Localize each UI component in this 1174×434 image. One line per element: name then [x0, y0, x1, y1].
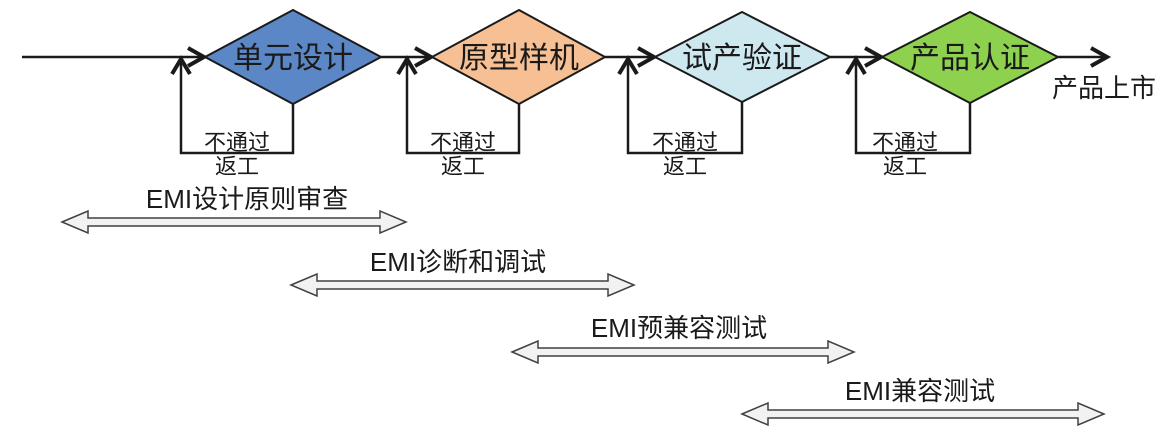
- stage-label: 产品认证: [910, 42, 1030, 75]
- emi-phase-label: EMI诊断和调试: [370, 247, 546, 277]
- stage-diamond-certification: [879, 10, 1061, 105]
- rework-loops: [170, 55, 972, 155]
- arrow-up-icon: [170, 55, 192, 76]
- emi-phase-labels: EMI设计原则审查 EMI诊断和调试 EMI预兼容测试 EMI兼容测试: [146, 184, 995, 406]
- stage-label: 试产验证: [682, 42, 802, 75]
- emi-phase-label: EMI兼容测试: [845, 376, 995, 406]
- rework-label: 返工: [663, 154, 707, 179]
- stage-diamond-trial-production: [652, 10, 833, 104]
- stage-diamonds: [202, 8, 1061, 106]
- stage-diamond-unit-design: [202, 8, 384, 106]
- emi-phase-arrows: [60, 209, 1106, 427]
- rework-loop-1: [179, 60, 295, 155]
- end-label: 产品上市: [1052, 73, 1156, 103]
- emi-phase-label: EMI预兼容测试: [591, 313, 767, 343]
- fail-label: 不通过: [430, 130, 496, 155]
- rework-label: 返工: [215, 154, 259, 179]
- rework-loop-2: [405, 60, 521, 155]
- arrow-up-icon: [396, 55, 418, 76]
- emi-phase-arrow-1: [60, 209, 408, 235]
- rework-loop-3: [626, 60, 744, 155]
- fail-label: 不通过: [652, 130, 718, 155]
- stage-label: 单元设计: [233, 42, 353, 75]
- arrow-up-icon: [845, 55, 867, 76]
- rework-label: 返工: [441, 154, 485, 179]
- arrow-up-icon: [617, 55, 639, 76]
- fail-label: 不通过: [204, 130, 270, 155]
- loop-labels: 不通过 返工 不通过 返工 不通过 返工 不通过 返工: [204, 130, 938, 179]
- emi-phase-label: EMI设计原则审查: [146, 184, 348, 214]
- stage-diamond-prototype: [429, 8, 608, 106]
- emi-phase-arrow-2: [289, 272, 636, 298]
- emi-phase-arrow-3: [510, 339, 856, 365]
- rework-loop-4: [854, 60, 972, 155]
- arrow-right-icon: [1090, 46, 1112, 68]
- stage-label: 原型样机: [459, 42, 579, 75]
- fail-label: 不通过: [872, 130, 938, 155]
- emi-phase-arrow-4: [740, 401, 1106, 427]
- rework-label: 返工: [883, 154, 927, 179]
- stage-labels: 单元设计 原型样机 试产验证 产品认证: [233, 42, 1030, 75]
